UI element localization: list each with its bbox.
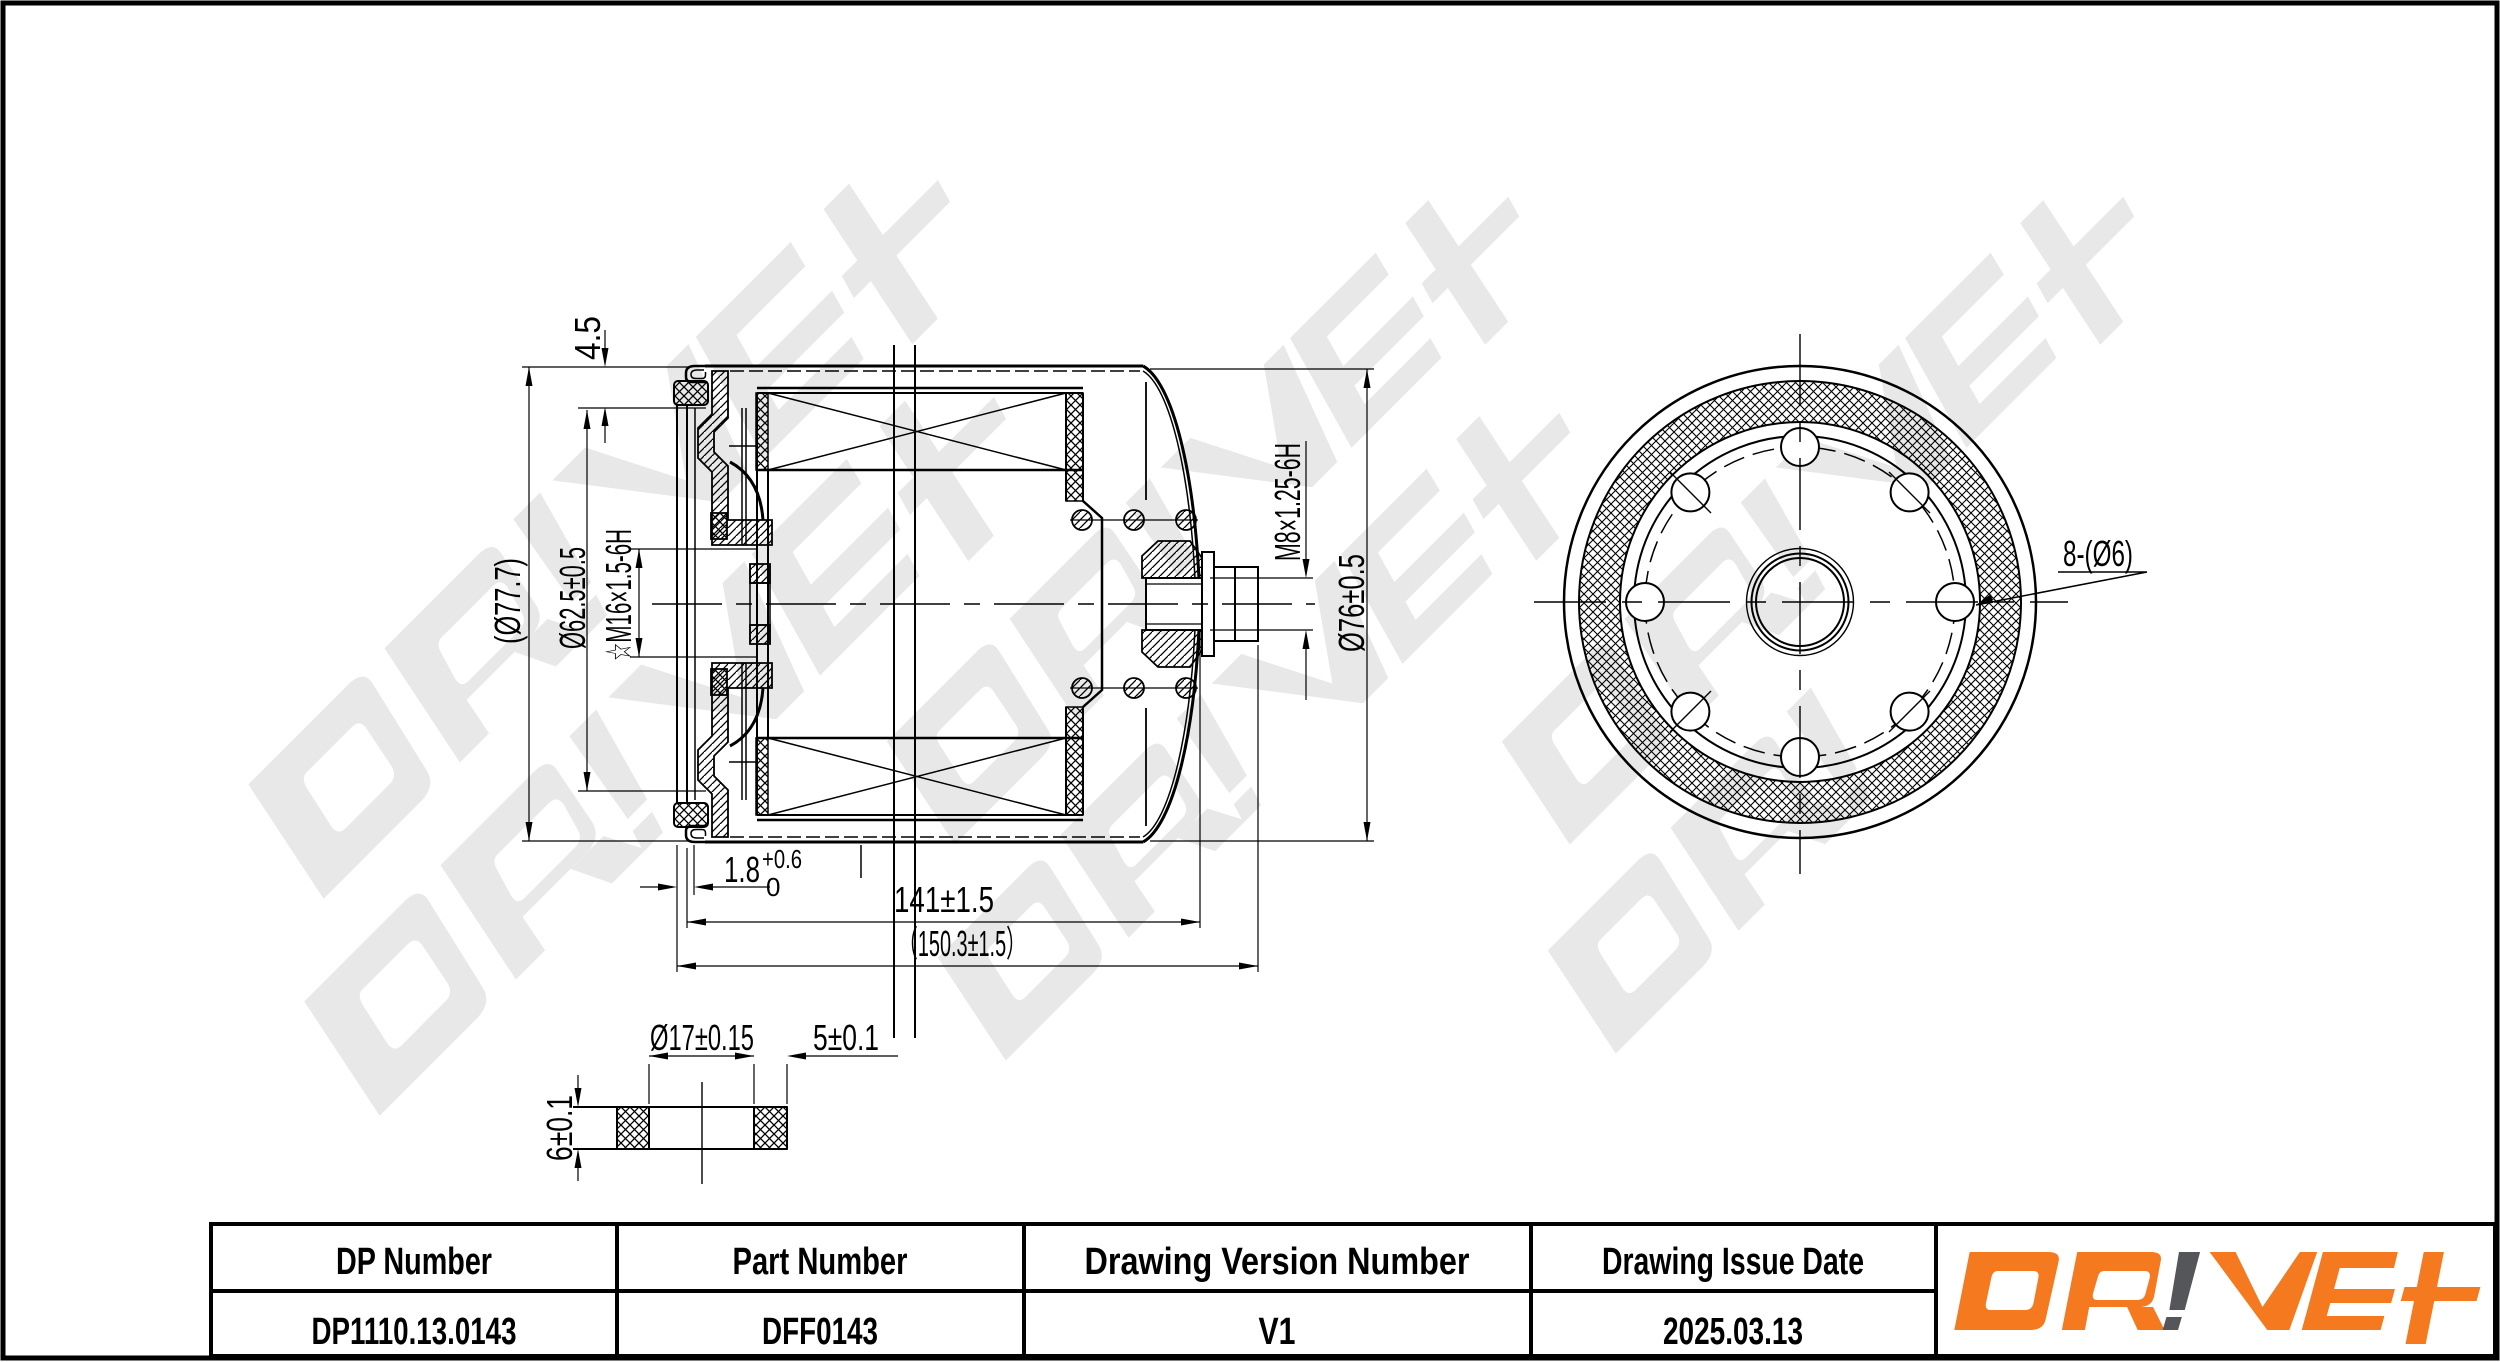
svg-text:DP Number: DP Number [336,1241,492,1283]
svg-text:☆M16×1.5-6H: ☆M16×1.5-6H [598,529,639,661]
svg-text:1.8: 1.8 [724,849,760,890]
svg-text:5±0.1: 5±0.1 [813,1017,879,1058]
svg-text:M8×1.25-6H: M8×1.25-6H [1267,443,1308,561]
svg-text:Drawing Issue Date: Drawing Issue Date [1602,1241,1864,1283]
svg-text:DFF0143: DFF0143 [762,1311,878,1353]
svg-text:V1: V1 [1259,1311,1296,1353]
svg-text:(Ø77.7): (Ø77.7) [487,558,528,644]
svg-text:Ø76±0.5: Ø76±0.5 [1331,554,1372,652]
svg-text:6±0.1: 6±0.1 [539,1095,580,1161]
svg-text:141±1.5: 141±1.5 [894,879,994,920]
svg-text:2025.03.13: 2025.03.13 [1663,1311,1803,1353]
svg-text:4.5: 4.5 [567,316,608,360]
svg-text:8-(Ø6): 8-(Ø6) [2063,533,2133,574]
svg-text:Ø62.5±0.5: Ø62.5±0.5 [552,547,593,649]
svg-text:DP1110.13.0143: DP1110.13.0143 [312,1311,517,1353]
svg-text:Drawing Version Number: Drawing Version Number [1085,1241,1470,1283]
svg-text:0: 0 [766,872,780,902]
svg-text:Part Number: Part Number [733,1241,908,1283]
svg-text:+0.6: +0.6 [762,844,802,874]
svg-text:Ø17±0.15: Ø17±0.15 [650,1017,754,1058]
svg-text:（150.3±1.5）: （150.3±1.5） [898,923,1026,964]
